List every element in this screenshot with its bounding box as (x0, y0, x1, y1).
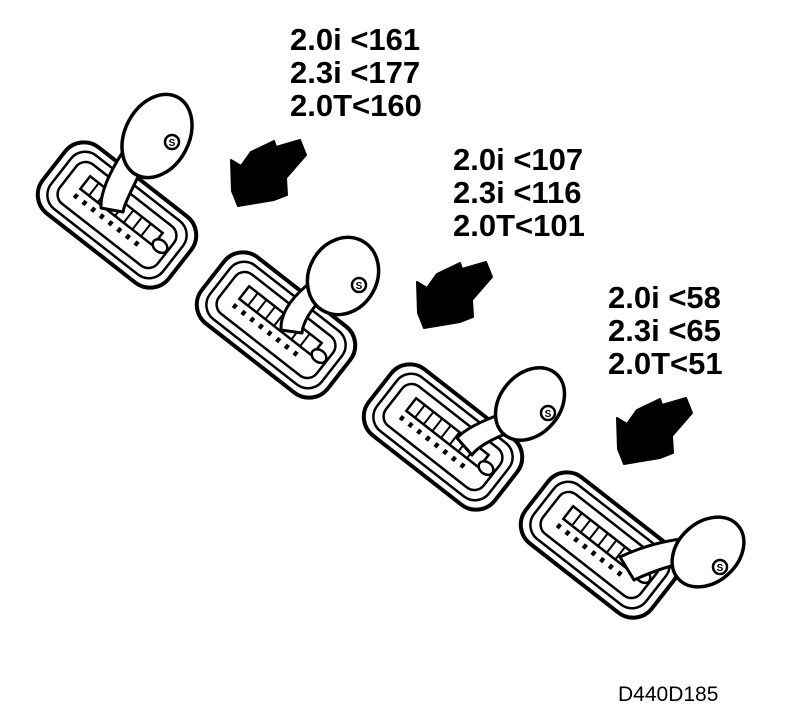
speed-threshold-label-3: 2.0i <58 2.3i <65 2.0T<51 (608, 281, 723, 380)
motion-arrow-1 (230, 139, 307, 207)
speed-threshold-label-1: 2.0i <161 2.3i <177 2.0T<160 (290, 23, 422, 122)
label-line: 2.3i <65 (608, 313, 721, 348)
label-line: 2.0T<101 (453, 208, 585, 243)
motion-arrow-2 (416, 261, 493, 329)
shifter-console-2: S (185, 235, 381, 410)
label-line: 2.0i <161 (290, 22, 421, 57)
shifter-console-4: S (509, 460, 746, 630)
label-line: 2.3i <177 (290, 55, 421, 90)
label-line: 2.0i <58 (608, 280, 721, 315)
knob-badge: S (169, 138, 176, 149)
knob-badge: S (356, 281, 363, 292)
shifter-console-1: S (26, 92, 208, 300)
knob-badge: S (545, 409, 552, 420)
knob-badge: S (717, 563, 724, 574)
shift-lever-1: S (99, 92, 194, 214)
shift-lever-2: S (279, 235, 381, 335)
label-line: 2.0i <107 (453, 142, 584, 177)
label-line: 2.0T<51 (608, 346, 723, 381)
label-line: 2.3i <116 (453, 175, 582, 210)
motion-arrow-3 (616, 397, 693, 465)
label-line: 2.0T<160 (290, 88, 422, 123)
shifter-console-3: S (352, 352, 567, 522)
figure-code: D440D185 (618, 683, 719, 706)
shift-lever-3: S (455, 366, 567, 457)
speed-threshold-label-2: 2.0i <107 2.3i <116 2.0T<101 (453, 143, 585, 242)
shift-lever-4: S (618, 515, 746, 589)
